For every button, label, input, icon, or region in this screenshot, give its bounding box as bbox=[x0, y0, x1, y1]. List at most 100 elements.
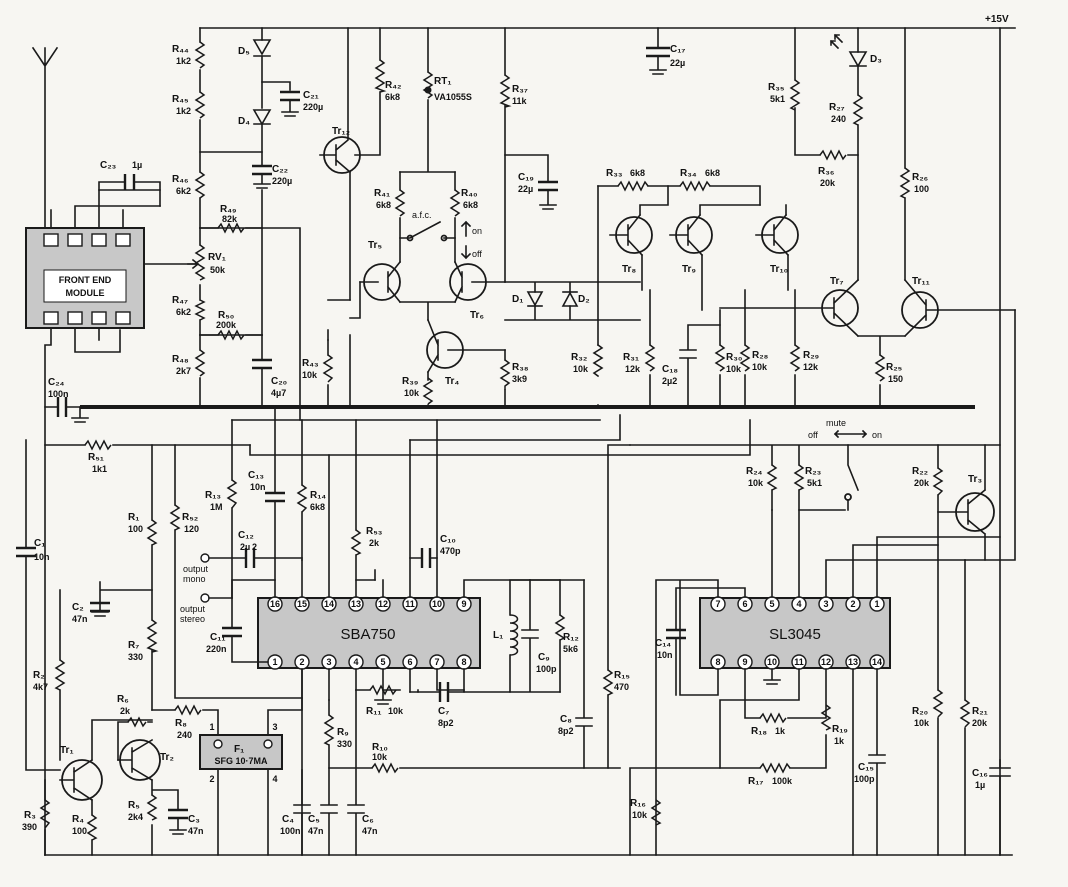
r24-val: 10k bbox=[748, 478, 764, 488]
r11-ref: R₁₁ bbox=[366, 706, 382, 717]
r2-val: 4k7 bbox=[33, 682, 48, 692]
afc-on-label: on bbox=[472, 226, 482, 236]
c2-val: 47n bbox=[72, 614, 88, 624]
l1-ref: L₁ bbox=[493, 630, 503, 641]
rv1-val: 50k bbox=[210, 265, 226, 275]
c17-c19: C₁₇ 22µ C₁₉ 22µ bbox=[504, 27, 685, 210]
r43-ref: R₄₃ bbox=[302, 358, 319, 369]
r6-val: 2k bbox=[120, 706, 131, 716]
sba750-pin-14: 14 bbox=[324, 599, 334, 609]
sba750-name: SBA750 bbox=[340, 626, 395, 643]
sl3045-pin-6: 6 bbox=[742, 599, 747, 609]
r30-val: 10k bbox=[726, 364, 742, 374]
r50-val: 200k bbox=[216, 320, 237, 330]
c1-val: 10n bbox=[34, 552, 50, 562]
audio-outputs: output mono output stereo C₁₂ 2µ 2 C₁₁ 2… bbox=[169, 406, 751, 699]
sba750-pin-4: 4 bbox=[353, 657, 358, 667]
r53-val: 2k bbox=[369, 538, 380, 548]
r36-val: 20k bbox=[820, 178, 836, 188]
front-end-module: FRONT END MODULE bbox=[25, 189, 196, 856]
r51-ref: R₅₁ bbox=[88, 452, 104, 463]
sl3045-bottom-pins: 8 9 10 11 12 13 14 bbox=[710, 654, 885, 670]
c5-ref: C₅ bbox=[308, 814, 320, 825]
sba750-pin-1: 1 bbox=[272, 657, 277, 667]
c20-ref: C₂₀ bbox=[271, 376, 287, 387]
sl3045-pin-12: 12 bbox=[821, 657, 831, 667]
sba750-pin-16: 16 bbox=[270, 599, 280, 609]
tr5-label: Tr₅ bbox=[368, 240, 382, 251]
r8-ref: R₈ bbox=[175, 718, 187, 729]
r10-val: 10k bbox=[372, 752, 388, 762]
rv1-ref: RV₁ bbox=[208, 252, 226, 263]
supply-rails: +15V bbox=[44, 14, 1016, 856]
r36-ref: R₃₆ bbox=[818, 166, 834, 177]
afc-off-label: off bbox=[472, 249, 482, 259]
r42-ref: R₄₂ bbox=[385, 80, 401, 91]
f1-pin-2: 2 bbox=[209, 774, 214, 784]
r1-ref: R₁ bbox=[128, 512, 139, 523]
tr3-label: Tr₃ bbox=[968, 474, 982, 485]
c9-val: 100p bbox=[536, 664, 557, 674]
sl3045-pin-14: 14 bbox=[872, 657, 882, 667]
sba750-pin-8: 8 bbox=[461, 657, 466, 667]
c18-ref: C₁₈ bbox=[662, 364, 678, 375]
sba750-pin-12: 12 bbox=[378, 599, 388, 609]
r39-ref: R₃₉ bbox=[402, 376, 418, 387]
sl3045-pin-9: 9 bbox=[742, 657, 747, 667]
r19-ref: R₁₉ bbox=[832, 724, 848, 735]
c20-val: 4µ7 bbox=[271, 388, 286, 398]
c15-val: 100p bbox=[854, 774, 875, 784]
r43-val: 10k bbox=[302, 370, 318, 380]
r3-ref: R₃ bbox=[24, 810, 36, 821]
r7-val: 330 bbox=[128, 652, 143, 662]
r22-ref: R₂₂ bbox=[912, 466, 928, 477]
r12-ref: R₁₂ bbox=[563, 632, 579, 643]
supply-label: +15V bbox=[985, 14, 1009, 25]
sl3045-pin-5: 5 bbox=[769, 599, 774, 609]
c23-ref: C₂₃ bbox=[100, 160, 117, 171]
mute-on-label: on bbox=[872, 430, 882, 440]
rt1-val: VA1055S bbox=[434, 92, 472, 102]
r27-ref: R₂₇ bbox=[829, 102, 845, 113]
f1-name: SFG 10·7MA bbox=[214, 756, 268, 766]
r22-val: 20k bbox=[914, 478, 930, 488]
r32-ref: R₃₂ bbox=[571, 352, 587, 363]
sl3045-pin-2: 2 bbox=[850, 599, 855, 609]
c8-ref: C₈ bbox=[560, 714, 572, 725]
r6-ref: R₆ bbox=[117, 694, 129, 705]
r51-val: 1k1 bbox=[92, 464, 107, 474]
sba750-decoupling: C₄ 100n C₅ 47n C₆ 47n R₉ 330 R₁₀ 10k R₁₁… bbox=[280, 682, 621, 856]
tank-circuit: L₁ C₉ 100p R₁₂ 5k6 C₈ 8p2 R₁₅ 470 bbox=[463, 444, 631, 769]
r5-ref: R₅ bbox=[128, 800, 140, 811]
c7-ref: C₇ bbox=[438, 706, 449, 717]
r21-ref: R₂₁ bbox=[972, 706, 988, 717]
r17-val: 100k bbox=[772, 776, 793, 786]
tr9-label: Tr₉ bbox=[682, 264, 696, 275]
r3-val: 390 bbox=[22, 822, 37, 832]
c2-ref: C₂ bbox=[72, 602, 84, 613]
c17-ref: C₁₇ bbox=[670, 44, 685, 55]
sba750-pin-11: 11 bbox=[405, 599, 415, 609]
stereo-switch: R₃₃ 6k8 R₃₄ 6k8 Tr₈ Tr₉ Tr₁₀ bbox=[597, 168, 799, 408]
sl3045-name: SL3045 bbox=[769, 626, 821, 643]
rt1-ref: RT₁ bbox=[434, 76, 451, 87]
c3-val: 47n bbox=[188, 826, 204, 836]
c19-ref: C₁₉ bbox=[518, 172, 534, 183]
c11-val: 220n bbox=[206, 644, 227, 654]
sba750-pin-7: 7 bbox=[434, 657, 439, 667]
r44-ref: R₄₄ bbox=[172, 44, 189, 55]
c13-val: 10n bbox=[250, 482, 266, 492]
r28-ref: R₂₈ bbox=[752, 350, 769, 361]
r16-ref: R₁₆ bbox=[630, 798, 646, 809]
r31-ref: R₃₁ bbox=[623, 352, 639, 363]
d1-ref: D₁ bbox=[512, 294, 523, 305]
r42-val: 6k8 bbox=[385, 92, 400, 102]
c22-val: 220µ bbox=[272, 176, 292, 186]
output-stereo-line1: output bbox=[180, 604, 206, 614]
r14-val: 6k8 bbox=[310, 502, 325, 512]
r26-val: 100 bbox=[914, 184, 929, 194]
r34-val: 6k8 bbox=[705, 168, 720, 178]
r47-val: 6k2 bbox=[176, 307, 191, 317]
r15-ref: R₁₅ bbox=[614, 670, 630, 681]
